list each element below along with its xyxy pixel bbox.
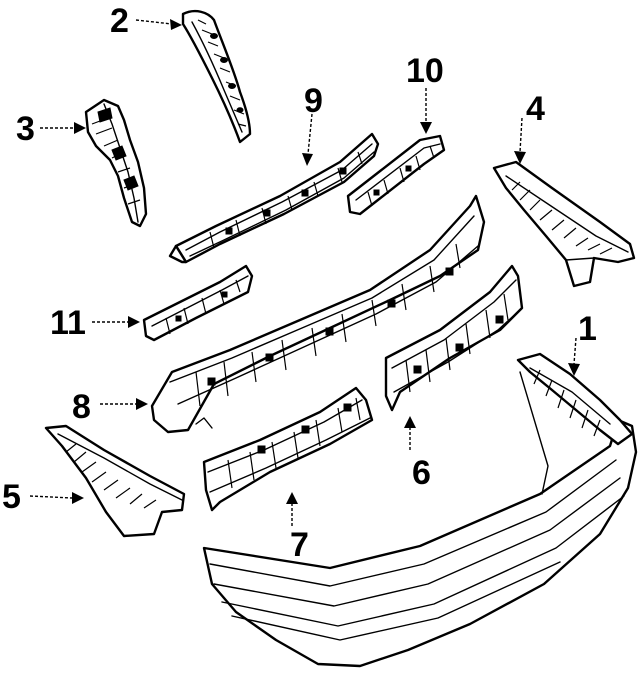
callout-11: 11 — [50, 304, 86, 342]
callout-1: 1 — [578, 310, 597, 348]
part-5-left-bracket — [44, 424, 186, 538]
callout-3: 3 — [16, 110, 35, 148]
callout-5: 5 — [2, 478, 21, 516]
part-7-lower-absorber — [202, 386, 374, 512]
part-1-bumper-cover — [202, 352, 638, 668]
part-2-rear-bracket — [181, 9, 252, 144]
part-8-main-beam — [150, 194, 486, 434]
callout-8: 8 — [72, 388, 91, 426]
callout-9: 9 — [304, 82, 323, 120]
part-4-right-bracket — [492, 160, 636, 288]
part-11-lower-bracket — [142, 264, 254, 342]
callout-6: 6 — [412, 454, 431, 492]
callout-2: 2 — [110, 2, 129, 40]
part-9-upper-rail — [168, 132, 380, 264]
callout-7: 7 — [290, 526, 309, 564]
callout-10: 10 — [406, 52, 444, 90]
leader-lines — [29, 19, 580, 526]
part-6-right-absorber — [384, 264, 524, 412]
callout-4: 4 — [526, 90, 545, 128]
part-10-small-bracket — [346, 134, 446, 216]
part-3-side-bracket — [84, 98, 148, 228]
